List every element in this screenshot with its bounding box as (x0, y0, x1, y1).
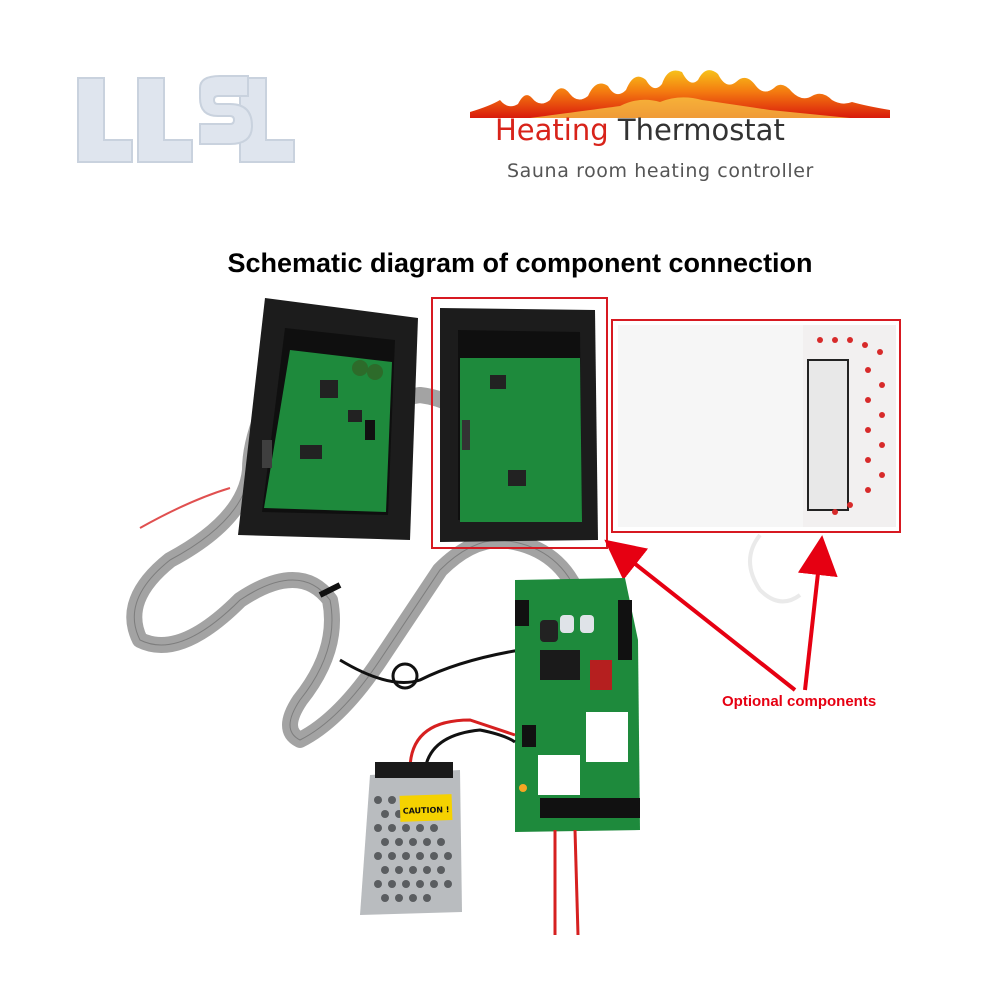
left-pcb (264, 350, 392, 512)
optional-arrows (604, 535, 838, 692)
probe-cable (339, 648, 521, 684)
power-wire-black (423, 728, 516, 771)
product-title: Heating Thermostat (495, 113, 785, 147)
power-supply: CAUTION ! (360, 762, 462, 915)
sensor-wire (139, 487, 231, 529)
svg-text:CAUTION !: CAUTION ! (403, 805, 450, 816)
middle-pcb (460, 358, 582, 522)
flat-cable (748, 533, 802, 604)
overlay-highlight-box (611, 319, 901, 533)
llsl-logo (77, 75, 295, 163)
title-word-thermostat: Thermostat (617, 113, 785, 147)
title-word-heating: Heating (495, 113, 609, 147)
left-panel-enclosure (238, 298, 418, 540)
diagram-heading: Schematic diagram of component connectio… (227, 248, 813, 278)
caution-sticker: CAUTION ! (399, 794, 453, 822)
power-wire-red (408, 718, 516, 771)
middle-panel-enclosure (440, 308, 598, 542)
product-subtitle: Sauna room heating controller (507, 160, 814, 182)
relay-control-board (515, 578, 640, 832)
front-membrane-panel (618, 325, 896, 527)
flames-graphic (470, 70, 890, 118)
optional-components-label: Optional components (722, 693, 877, 710)
middle-panel-highlight-box (431, 297, 608, 549)
